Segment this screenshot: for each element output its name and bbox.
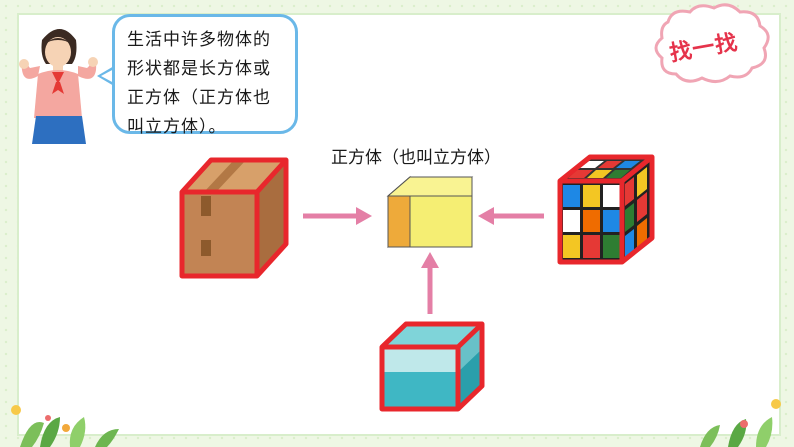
yellow-cube — [386, 175, 474, 249]
speech-line: 正方体（正方体也 — [127, 88, 271, 108]
speech-bubble: 生活中许多物体的 形状都是长方体或 正方体（正方体也 叫立方体）。 — [112, 14, 298, 137]
speech-bubble-tail — [97, 66, 114, 86]
plant-decoration-left — [11, 405, 119, 447]
glass-cube — [379, 321, 485, 412]
content-frame — [17, 13, 781, 436]
rubiks-cube — [557, 154, 655, 265]
badge-cloud — [654, 3, 770, 83]
arrow-bottom-to-center — [421, 252, 439, 314]
girl-figure — [19, 29, 98, 144]
arrow-left-to-center — [303, 207, 372, 225]
speech-line: 生活中许多物体的 — [127, 30, 271, 50]
cardboard-box — [179, 157, 289, 279]
arrow-right-to-center — [478, 207, 544, 225]
plant-decoration-right — [700, 399, 781, 447]
speech-line: 叫立方体）。 — [127, 117, 227, 137]
speech-line: 形状都是长方体或 — [127, 59, 271, 79]
center-cube-label: 正方体（也叫立方体） — [331, 148, 501, 168]
